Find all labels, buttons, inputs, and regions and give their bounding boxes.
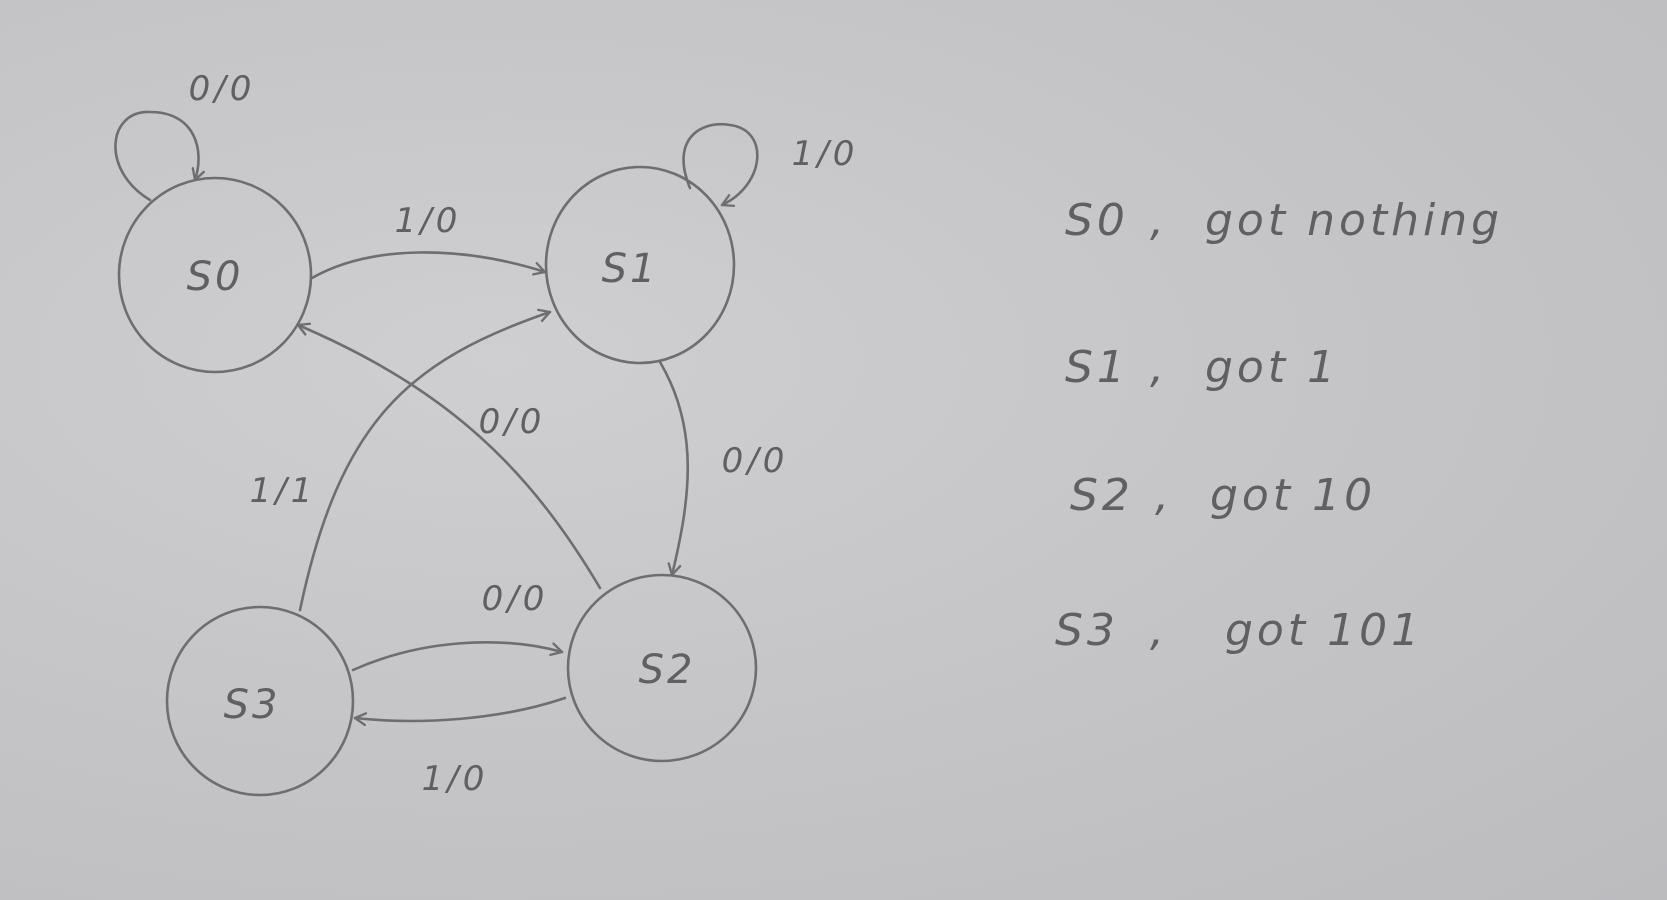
transition-label-s3-s1: 1/1 (250, 471, 317, 511)
transition-s1-s2: 0/0 (658, 360, 789, 577)
state-node-s0: S0 (117, 176, 313, 374)
legend-row-s2: S2 , got 10 (1070, 470, 1376, 521)
transition-s2-s0: 0/0 (296, 322, 602, 590)
transition-s3-s2: 0/0 (351, 579, 564, 672)
legend-state: S1 (1065, 342, 1129, 393)
legend-description: got 10 (1210, 470, 1376, 521)
state-label-s2: S2 (639, 647, 696, 693)
legend-separator: , (1150, 342, 1168, 393)
legend-separator: , (1155, 470, 1173, 521)
transition-label-s2-s0: 0/0 (479, 402, 546, 442)
state-label-s0: S0 (187, 254, 244, 300)
legend-separator: , (1150, 605, 1168, 656)
transition-s0-self: 0/0 (114, 69, 256, 202)
legend-description: got 101 (1225, 605, 1423, 656)
transition-label-s0-self: 0/0 (189, 69, 256, 109)
transition-label-s1-s2: 0/0 (722, 441, 789, 481)
transition-s1-self: 1/0 (682, 122, 859, 208)
legend-description: got nothing (1205, 195, 1503, 246)
transition-s3-s1: 1/1 (250, 308, 552, 612)
transition-label-s2-s3: 1/0 (422, 759, 489, 799)
state-node-s3: S3 (165, 605, 355, 797)
transition-label-s1-self: 1/0 (792, 134, 859, 174)
legend-separator: , (1150, 195, 1168, 246)
legend-row-s1: S1 , got 1 (1065, 342, 1339, 393)
state-label-s1: S1 (602, 246, 659, 292)
legend-state: S0 (1065, 195, 1129, 246)
transition-label-s3-s2: 0/0 (482, 579, 549, 619)
state-node-s2: S2 (566, 573, 758, 763)
legend-row-s0: S0 , got nothing (1065, 195, 1503, 246)
legend-state: S3 (1055, 605, 1119, 656)
legend-state: S2 (1070, 470, 1134, 521)
state-label-s3: S3 (224, 682, 281, 728)
transition-s0-s1: 1/0 (310, 201, 547, 280)
state-node-s1: S1 (544, 165, 736, 365)
transition-s2-s3: 1/0 (353, 696, 567, 799)
transition-label-s0-s1: 1/0 (395, 201, 462, 241)
state-legend: S0 , got nothing S1 , got 1 S2 , got 10 … (1055, 195, 1503, 656)
legend-description: got 1 (1205, 342, 1339, 393)
legend-row-s3: S3 , got 101 (1055, 605, 1423, 656)
